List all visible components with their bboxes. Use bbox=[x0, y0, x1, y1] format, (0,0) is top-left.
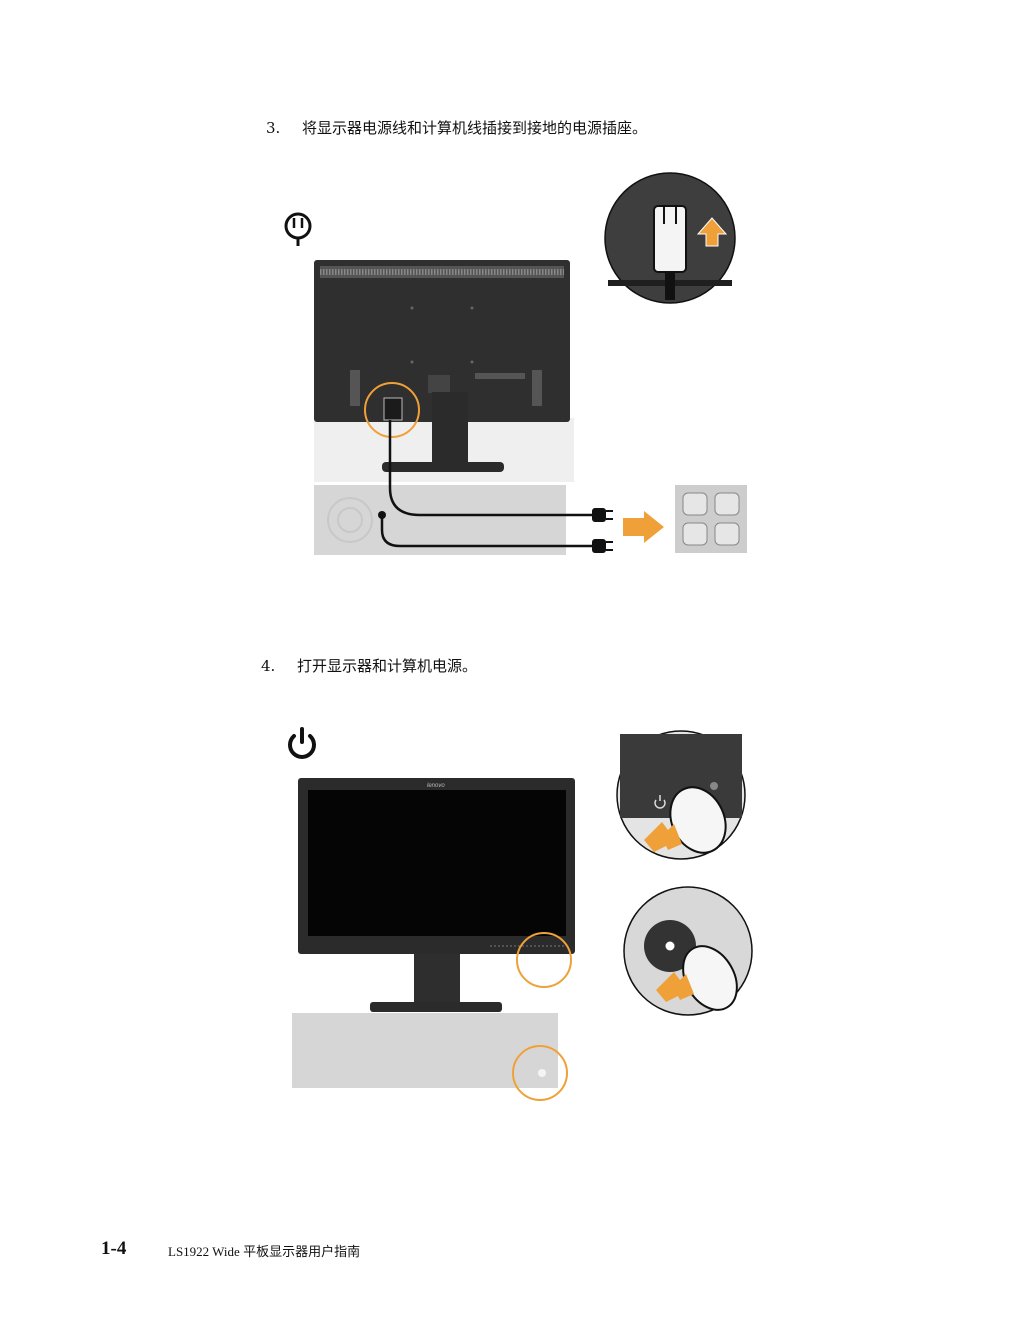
step-3-instruction: 3. 将显示器电源线和计算机线插接到接地的电源插座。 bbox=[266, 117, 647, 138]
monitor-stand bbox=[382, 375, 504, 472]
power-outlet-icon bbox=[675, 485, 747, 553]
computer-case bbox=[314, 485, 566, 555]
monitor-front: lenovo bbox=[298, 778, 575, 954]
page-number: 1-4 bbox=[101, 1238, 127, 1259]
power-button-icon bbox=[288, 727, 316, 759]
step-text: 打开显示器和计算机电源。 bbox=[297, 657, 478, 675]
plug-end bbox=[592, 508, 613, 553]
step-text: 将显示器电源线和计算机线插接到接地的电源插座。 bbox=[302, 119, 648, 137]
monitor-stand bbox=[370, 954, 502, 1012]
arrow-up-icon bbox=[656, 972, 694, 1002]
power-plug-icon bbox=[284, 212, 312, 246]
power-on-illustration: lenovo bbox=[288, 727, 753, 1101]
step-number: 4. bbox=[261, 657, 276, 675]
monitor-screen bbox=[308, 790, 566, 936]
highlight-circle bbox=[512, 1045, 568, 1101]
monitor-button-zoom-inset bbox=[616, 730, 746, 860]
arrow-up-icon bbox=[696, 217, 728, 247]
arrow-up-icon bbox=[644, 822, 682, 852]
monitor-rear bbox=[314, 260, 570, 422]
computer-case bbox=[292, 1013, 558, 1088]
computer-power-cable bbox=[380, 515, 595, 548]
computer-power-button bbox=[538, 1069, 546, 1077]
step-4-instruction: 4. 打开显示器和计算机电源。 bbox=[261, 655, 477, 676]
connector-zoom-inset bbox=[604, 172, 736, 304]
highlight-circle bbox=[364, 382, 420, 438]
step-number: 3. bbox=[266, 119, 281, 137]
monitor-power-cable bbox=[388, 420, 595, 517]
pc-button-zoom-inset bbox=[623, 886, 753, 1016]
highlight-circle bbox=[516, 932, 572, 988]
document-title: LS1922 Wide 平板显示器用户指南 bbox=[168, 1244, 361, 1259]
arrow-right-icon bbox=[623, 511, 664, 543]
monitor-brand-logo: lenovo bbox=[427, 783, 445, 789]
power-connection-illustration bbox=[284, 172, 747, 555]
